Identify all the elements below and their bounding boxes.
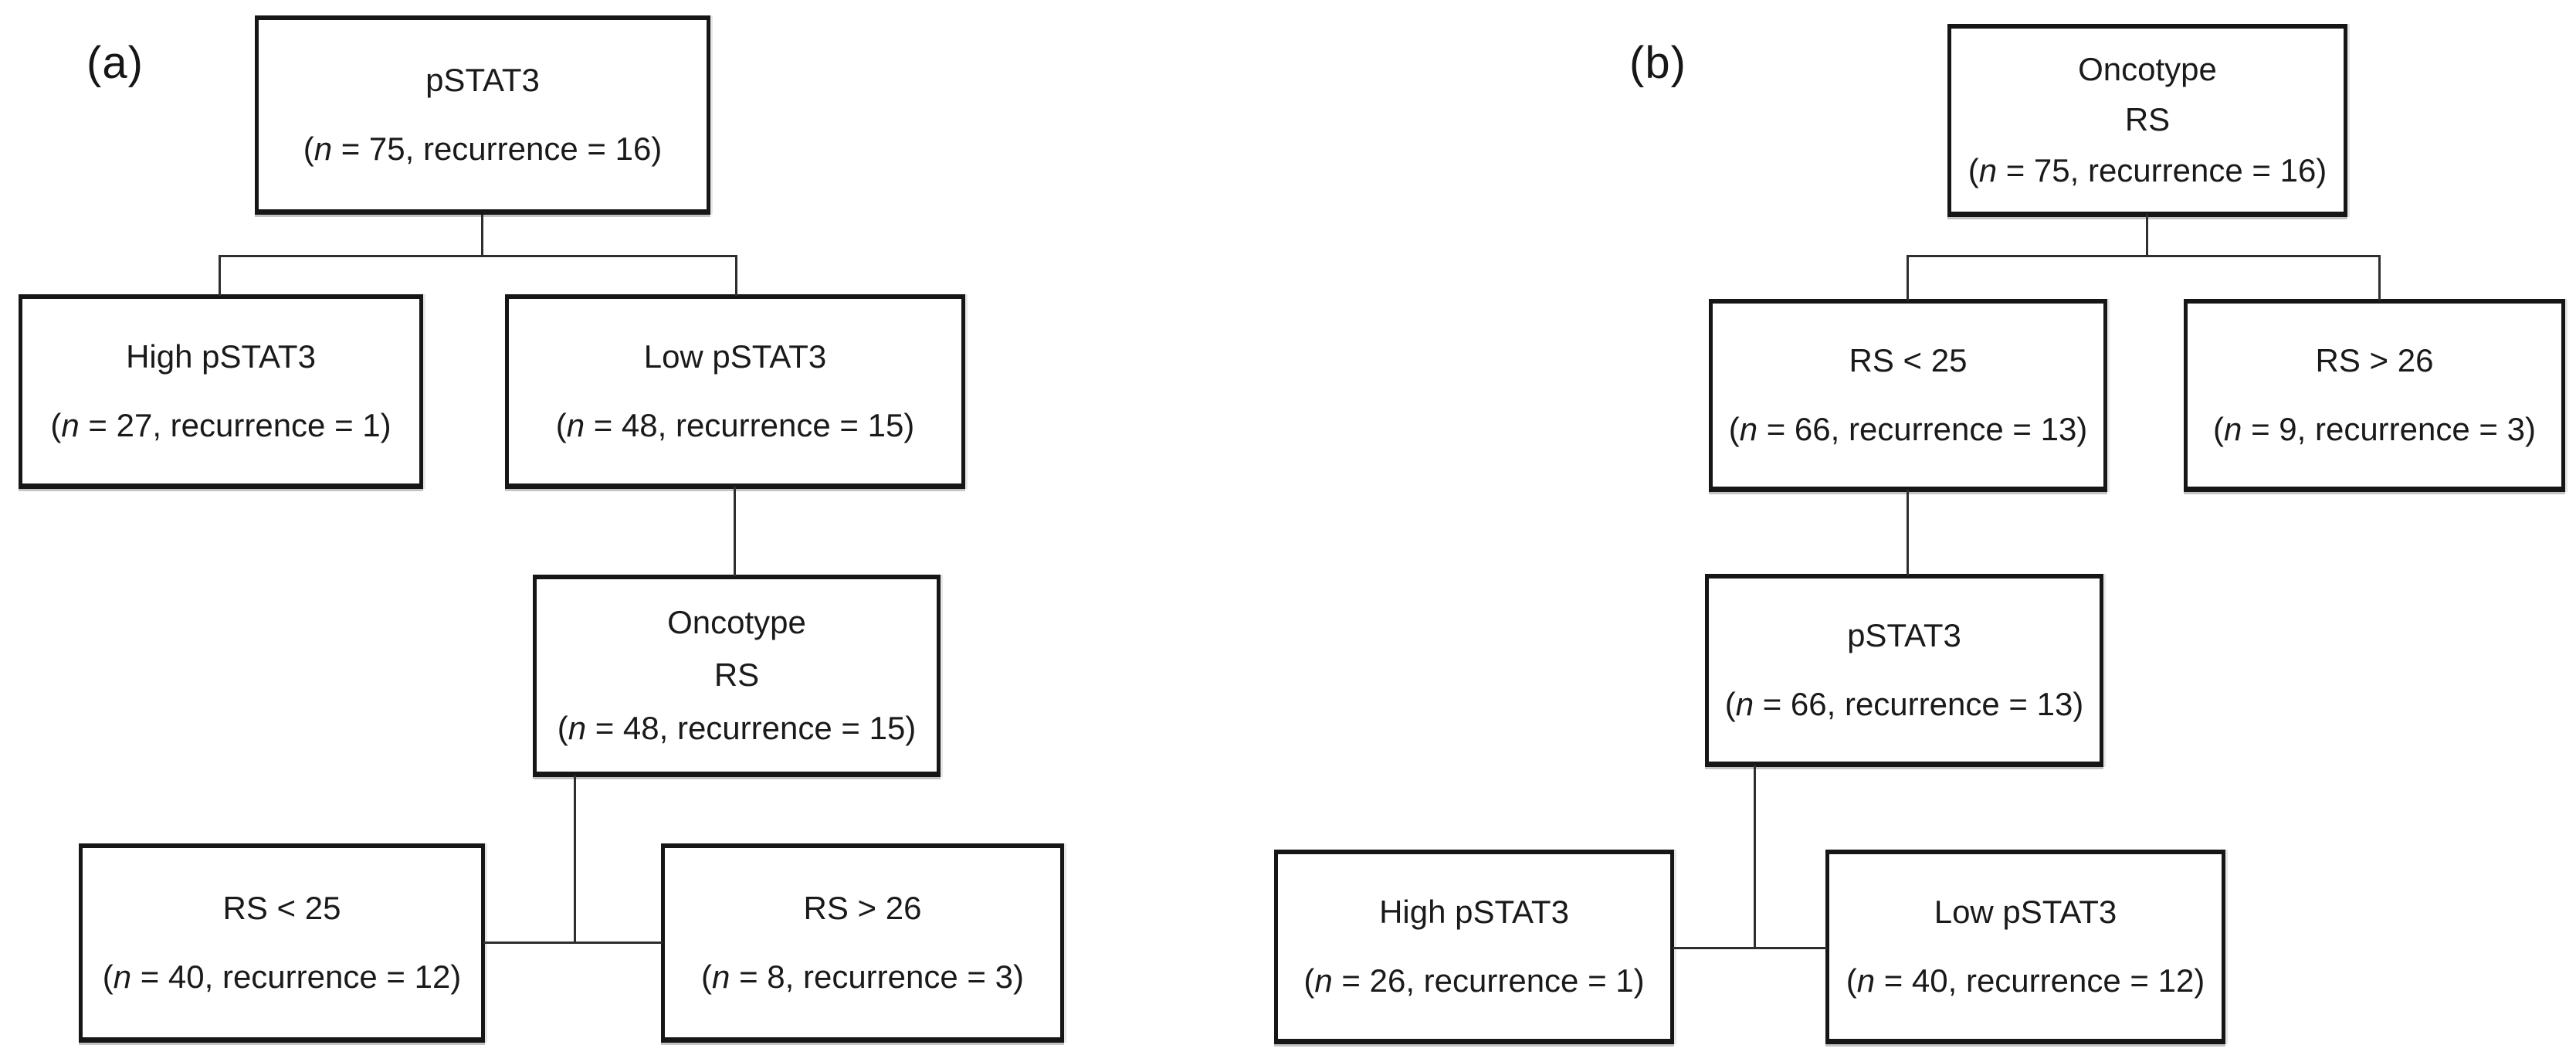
node-stats: (n = 75, recurrence = 16) bbox=[303, 131, 663, 167]
node-stats: (n = 75, recurrence = 16) bbox=[1968, 153, 2327, 188]
node-title: Oncotype bbox=[667, 603, 806, 640]
connector-line bbox=[481, 215, 483, 257]
stats-rest: = 48, recurrence = 15) bbox=[585, 406, 915, 443]
connector-line bbox=[483, 942, 663, 944]
node-stats: (n = 8, recurrence = 3) bbox=[701, 959, 1024, 995]
node-title: High pSTAT3 bbox=[1379, 894, 1569, 931]
node-title: Oncotype bbox=[2078, 50, 2217, 87]
node-a-rs-below-25: RS < 25 (n = 40, recurrence = 12) bbox=[79, 843, 485, 1043]
stats-n: n bbox=[1739, 410, 1758, 447]
stats-rest: = 66, recurrence = 13) bbox=[1757, 410, 2088, 447]
node-title: RS > 26 bbox=[2315, 342, 2434, 379]
stats-n: n bbox=[2224, 410, 2242, 447]
node-title: Low pSTAT3 bbox=[1934, 894, 2117, 931]
stats-rest: = 40, recurrence = 12) bbox=[131, 958, 462, 995]
stats-open: ( bbox=[557, 710, 568, 747]
node-a-oncotype-rs: Oncotype RS (n = 48, recurrence = 15) bbox=[533, 575, 941, 777]
stats-open: ( bbox=[50, 406, 62, 443]
stats-rest: = 48, recurrence = 15) bbox=[586, 710, 917, 747]
node-b-oncotype-rs-root: Oncotype RS (n = 75, recurrence = 16) bbox=[1947, 24, 2347, 217]
stats-n: n bbox=[1314, 962, 1333, 999]
node-a-pstat3-root: pSTAT3 (n = 75, recurrence = 16) bbox=[255, 15, 710, 215]
stats-rest: = 8, recurrence = 3) bbox=[730, 958, 1024, 995]
stats-open: ( bbox=[303, 130, 314, 167]
node-stats: (n = 48, recurrence = 15) bbox=[555, 406, 915, 443]
connector-line bbox=[2146, 214, 2148, 257]
stats-n: n bbox=[314, 130, 333, 167]
stats-open: ( bbox=[1724, 685, 1736, 722]
connector-line bbox=[2378, 255, 2381, 300]
node-stats: (n = 27, recurrence = 1) bbox=[50, 406, 391, 443]
stats-n: n bbox=[566, 406, 585, 443]
node-title: RS bbox=[713, 657, 760, 694]
node-a-low-pstat3: Low pSTAT3 (n = 48, recurrence = 15) bbox=[505, 294, 965, 489]
node-title: pSTAT3 bbox=[425, 62, 540, 99]
stats-open: ( bbox=[1303, 962, 1315, 999]
node-stats: (n = 26, recurrence = 1) bbox=[1303, 962, 1645, 999]
stats-n: n bbox=[61, 406, 80, 443]
panel-b-label: (b) bbox=[1629, 38, 1686, 88]
connector-line bbox=[1673, 947, 1827, 949]
stats-n: n bbox=[1978, 152, 1998, 189]
stats-n: n bbox=[1856, 962, 1876, 999]
connector-line bbox=[1754, 765, 1756, 949]
stats-rest: = 66, recurrence = 13) bbox=[1754, 685, 2084, 722]
node-stats: (n = 66, recurrence = 13) bbox=[1724, 685, 2084, 722]
node-stats: (n = 66, recurrence = 13) bbox=[1728, 410, 2088, 447]
node-title: RS bbox=[2124, 101, 2171, 138]
node-title: RS < 25 bbox=[1849, 342, 1968, 379]
node-title: pSTAT3 bbox=[1847, 617, 1961, 654]
panel-a-label: (a) bbox=[86, 38, 144, 88]
node-title: High pSTAT3 bbox=[126, 338, 316, 375]
node-b-rs-below-25: RS < 25 (n = 66, recurrence = 13) bbox=[1709, 299, 2107, 492]
node-title: RS < 25 bbox=[222, 890, 341, 927]
node-a-high-pstat3: High pSTAT3 (n = 27, recurrence = 1) bbox=[19, 294, 423, 489]
node-a-rs-above-26: RS > 26 (n = 8, recurrence = 3) bbox=[661, 843, 1064, 1043]
stats-open: ( bbox=[1968, 152, 1979, 189]
stats-open: ( bbox=[1846, 962, 1857, 999]
stats-n: n bbox=[712, 958, 730, 995]
node-stats: (n = 48, recurrence = 15) bbox=[558, 711, 917, 746]
stats-rest: = 9, recurrence = 3) bbox=[2242, 410, 2536, 447]
stats-open: ( bbox=[2213, 410, 2225, 447]
stats-n: n bbox=[113, 958, 132, 995]
stats-rest: = 75, recurrence = 16) bbox=[1997, 152, 2327, 189]
stats-open: ( bbox=[701, 958, 713, 995]
node-stats: (n = 9, recurrence = 3) bbox=[2213, 410, 2536, 447]
stats-open: ( bbox=[555, 406, 567, 443]
stats-rest: = 26, recurrence = 1) bbox=[1332, 962, 1645, 999]
node-title: RS > 26 bbox=[803, 890, 922, 927]
stats-open: ( bbox=[1728, 410, 1740, 447]
node-stats: (n = 40, recurrence = 12) bbox=[103, 959, 462, 995]
stats-n: n bbox=[568, 710, 587, 747]
stats-n: n bbox=[1735, 685, 1754, 722]
node-b-high-pstat3: High pSTAT3 (n = 26, recurrence = 1) bbox=[1274, 850, 1674, 1044]
node-b-low-pstat3: Low pSTAT3 (n = 40, recurrence = 12) bbox=[1825, 850, 2225, 1044]
connector-line bbox=[1907, 255, 2381, 257]
node-stats: (n = 40, recurrence = 12) bbox=[1846, 962, 2205, 999]
connector-line bbox=[735, 255, 737, 296]
node-b-pstat3: pSTAT3 (n = 66, recurrence = 13) bbox=[1705, 574, 2103, 767]
stats-open: ( bbox=[102, 958, 114, 995]
connector-line bbox=[1907, 255, 1909, 300]
connector-line bbox=[734, 487, 736, 576]
connector-line bbox=[1907, 490, 1909, 575]
connector-line bbox=[219, 255, 221, 296]
connector-line bbox=[219, 255, 737, 257]
node-b-rs-above-26: RS > 26 (n = 9, recurrence = 3) bbox=[2184, 299, 2565, 492]
connector-line bbox=[574, 775, 576, 944]
node-title: Low pSTAT3 bbox=[643, 338, 827, 375]
stats-rest: = 75, recurrence = 16) bbox=[332, 130, 663, 167]
stats-rest: = 40, recurrence = 12) bbox=[1875, 962, 2205, 999]
stats-rest: = 27, recurrence = 1) bbox=[79, 406, 391, 443]
